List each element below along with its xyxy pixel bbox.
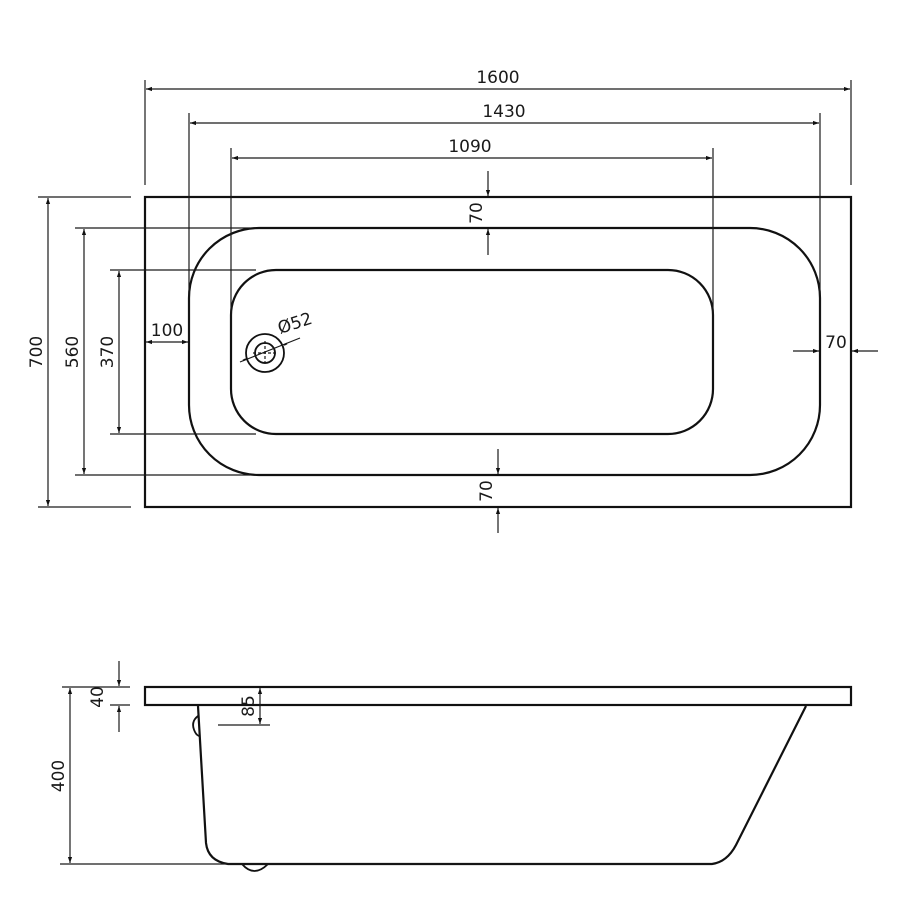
dim-rim-inner-width: 560 — [63, 336, 83, 368]
tub-body-profile — [196, 705, 807, 866]
dim-bottom-deck: 70 — [477, 480, 497, 502]
dim-overall-height: 400 — [49, 760, 69, 792]
dim-left-deck: 100 — [151, 321, 183, 341]
top-view: Ø52 1600 1430 1090 700 560 370 100 — [27, 68, 878, 533]
rim-profile — [143, 685, 853, 707]
dim-top-deck: 70 — [467, 202, 487, 224]
overflow-fitting — [192, 715, 201, 737]
rim-inner-outline — [187, 226, 822, 477]
dim-rim-inner-length: 1430 — [482, 102, 525, 122]
dim-overall-width: 700 — [27, 336, 47, 368]
dim-drain-diameter: Ø52 — [275, 309, 314, 339]
dim-basin-width: 370 — [98, 336, 118, 368]
dim-overall-length: 1600 — [476, 68, 519, 88]
dim-right-deck: 70 — [825, 333, 847, 353]
outer-deck-outline — [143, 195, 853, 509]
dim-rim-thickness: 40 — [88, 686, 108, 708]
basin-bottom-outline — [229, 268, 715, 436]
drain-icon — [239, 333, 301, 373]
waste-fitting — [241, 863, 269, 872]
dim-overflow-depth: 85 — [239, 695, 259, 717]
side-view: 400 40 85 — [49, 661, 853, 872]
dim-basin-length: 1090 — [448, 137, 491, 157]
